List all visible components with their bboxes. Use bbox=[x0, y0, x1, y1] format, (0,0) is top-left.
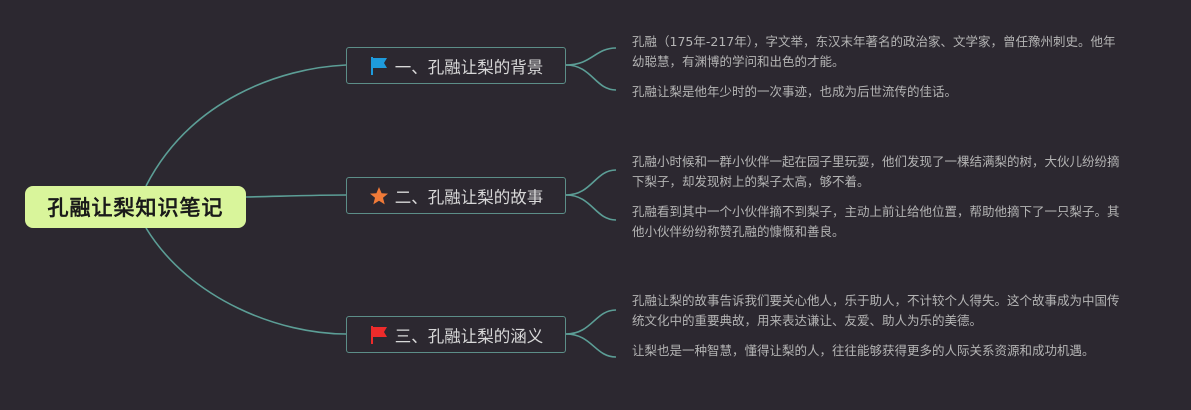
connector-branch-3-leaf-1 bbox=[565, 309, 617, 335]
leaf-topic-background-2[interactable]: 孔融让梨是他年少时的一次事迹，也成为后世流传的佳话。 bbox=[632, 82, 1124, 102]
connector-root-branch-1 bbox=[145, 64, 347, 187]
leaf-topic-meaning-2[interactable]: 让梨也是一种智慧，懂得让梨的人，往往能够获得更多的人际关系资源和成功机遇。 bbox=[632, 341, 1124, 361]
leaf-topic-text: 孔融（175年-217年），字文举，东汉末年著名的政治家、文学家，曾任豫州刺史。… bbox=[632, 34, 1116, 69]
branch-topic-background[interactable]: 一、孔融让梨的背景 bbox=[346, 47, 566, 84]
leaf-topic-text: 孔融让梨的故事告诉我们要关心他人，乐于助人，不计较个人得失。这个故事成为中国传统… bbox=[632, 293, 1120, 328]
leaf-topic-background-1[interactable]: 孔融（175年-217年），字文举，东汉末年著名的政治家、文学家，曾任豫州刺史。… bbox=[632, 32, 1124, 72]
leaf-topic-text: 让梨也是一种智慧，懂得让梨的人，往往能够获得更多的人际关系资源和成功机遇。 bbox=[632, 343, 1095, 358]
leaf-topic-text: 孔融小时候和一群小伙伴一起在园子里玩耍，他们发现了一棵结满梨的树，大伙儿纷纷摘下… bbox=[632, 154, 1120, 189]
leaf-topic-story-2[interactable]: 孔融看到其中一个小伙伴摘不到梨子，主动上前让给他位置，帮助他摘下了一只梨子。其他… bbox=[632, 202, 1124, 242]
leaf-topic-text: 孔融让梨是他年少时的一次事迹，也成为后世流传的佳话。 bbox=[632, 84, 958, 99]
branch-topic-label: 一、孔融让梨的背景 bbox=[394, 57, 544, 77]
connector-branch-1-leaf-2 bbox=[565, 64, 617, 91]
connector-branch-3-leaf-2 bbox=[565, 333, 617, 358]
leaf-topic-story-1[interactable]: 孔融小时候和一群小伙伴一起在园子里玩耍，他们发现了一棵结满梨的树，大伙儿纷纷摘下… bbox=[632, 152, 1124, 192]
branch-topic-story[interactable]: 二、孔融让梨的故事 bbox=[346, 177, 566, 214]
orange-star-icon bbox=[369, 186, 389, 206]
branch-topic-label: 三、孔融让梨的涵义 bbox=[394, 326, 544, 346]
connector-root-branch-2 bbox=[245, 194, 347, 198]
connector-branch-2-leaf-2 bbox=[565, 194, 617, 221]
red-flag-icon bbox=[369, 325, 389, 345]
root-topic[interactable]: 孔融让梨知识笔记 bbox=[25, 186, 246, 228]
root-topic-label: 孔融让梨知识笔记 bbox=[47, 196, 224, 220]
connector-root-branch-3 bbox=[145, 227, 347, 335]
branch-topic-label: 二、孔融让梨的故事 bbox=[394, 187, 544, 207]
branch-topic-meaning[interactable]: 三、孔融让梨的涵义 bbox=[346, 316, 566, 353]
leaf-topic-meaning-1[interactable]: 孔融让梨的故事告诉我们要关心他人，乐于助人，不计较个人得失。这个故事成为中国传统… bbox=[632, 291, 1124, 331]
leaf-topic-text: 孔融看到其中一个小伙伴摘不到梨子，主动上前让给他位置，帮助他摘下了一只梨子。其他… bbox=[632, 204, 1120, 239]
connector-branch-2-leaf-1 bbox=[565, 169, 617, 196]
blue-flag-icon bbox=[369, 56, 389, 76]
connector-branch-1-leaf-1 bbox=[565, 47, 617, 66]
